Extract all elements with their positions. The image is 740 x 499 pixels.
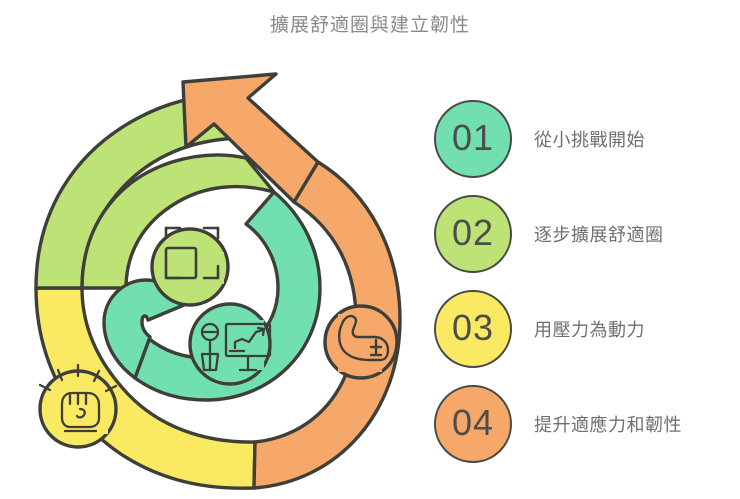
legend-item-04[interactable]: 04 提升適應力和韌性 (434, 383, 734, 465)
seam-lime (158, 252, 224, 284)
legend-number-04: 04 (451, 402, 495, 443)
legend-label-02: 逐步擴展舒適圈 (534, 225, 664, 245)
legend-label-01: 從小挑戰開始 (534, 130, 645, 150)
legend-number-01: 01 (451, 117, 495, 158)
expanding-square-boundary-icon (164, 226, 220, 280)
legend-number-02: 02 (451, 212, 495, 253)
seam-yellow (54, 388, 108, 434)
spiral-diagram (8, 52, 418, 497)
legend-badge-02: 02 (434, 195, 512, 273)
clenched-fist-icon (38, 363, 118, 433)
legend-badge-03: 03 (434, 290, 512, 368)
legend-badge-01: 01 (434, 100, 512, 178)
legend-list: 01 從小挑戰開始 02 逐步擴展舒適圈 03 用壓力為動力 04 提升適應力和… (434, 98, 734, 490)
seam-mint (202, 320, 264, 370)
legend-label-03: 用壓力為動力 (534, 320, 645, 340)
flexed-bicep-icon (338, 314, 390, 362)
inner-mint (133, 190, 322, 402)
legend-label-04: 提升適應力和韌性 (534, 415, 682, 435)
legend-number-03: 03 (451, 307, 495, 348)
legend-item-01[interactable]: 01 從小挑戰開始 (434, 98, 734, 180)
arrow-tip-icon (181, 72, 320, 204)
seam-orange (338, 314, 382, 372)
page-title: 擴展舒適圈與建立韌性 (269, 15, 470, 36)
legend-badge-04: 04 (434, 385, 512, 463)
spiral-final (8, 52, 418, 497)
person-presenting-growth-chart-icon (200, 322, 272, 372)
legend-item-02[interactable]: 02 逐步擴展舒適圈 (434, 193, 734, 275)
legend-item-03[interactable]: 03 用壓力為動力 (434, 288, 734, 370)
inner-lime (80, 153, 276, 290)
